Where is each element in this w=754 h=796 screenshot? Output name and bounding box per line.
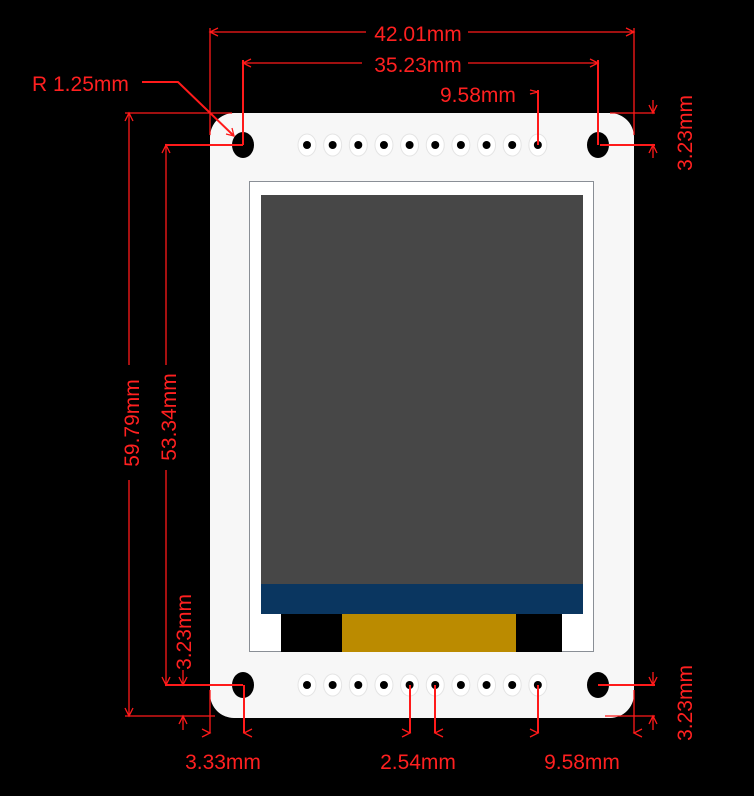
label-pin-pitch: 2.54mm — [380, 751, 456, 774]
pin-hole — [328, 681, 337, 689]
label-bottom-pin-offset: 9.58mm — [544, 751, 620, 774]
pin-hole — [328, 141, 337, 149]
pin-hole — [303, 681, 311, 689]
display-screen — [261, 195, 583, 584]
dimension-left-edge-to-hole: 3.33mm — [185, 685, 261, 774]
label-hole-spacing-height: 53.34mm — [158, 373, 181, 461]
pin-hole — [354, 681, 363, 689]
pin-hole — [456, 141, 465, 149]
pin-header-bottom — [297, 673, 548, 697]
display-bottom-band — [261, 584, 583, 614]
pin-hole — [405, 141, 414, 149]
pin-hole — [456, 681, 465, 689]
dimension-top-pin-offset: 9.58mm — [440, 84, 539, 145]
flex-cable — [342, 614, 516, 652]
pin-hole — [354, 141, 363, 149]
label-overall-width: 42.01mm — [374, 23, 462, 46]
pin-hole — [508, 141, 517, 149]
dimension-bottom-right-edge: 3.23mm — [598, 665, 697, 741]
pin-hole — [379, 141, 388, 149]
pin-hole — [482, 141, 491, 149]
label-top-right-edge: 3.23mm — [674, 95, 697, 171]
dimension-corner-radius: R 1.25mm — [32, 73, 235, 137]
dimension-bottom-pin-offset: 9.58mm — [529, 685, 620, 774]
dimension-overall-height: 59.79mm — [121, 111, 232, 718]
label-overall-height: 59.79mm — [121, 379, 144, 467]
label-corner-radius: R 1.25mm — [32, 73, 129, 96]
dimension-pin-pitch: 2.54mm — [380, 685, 456, 774]
dimension-hole-spacing-height: 53.34mm — [158, 143, 243, 687]
label-bottom-right-edge: 3.23mm — [674, 665, 697, 741]
pin-hole — [431, 141, 440, 149]
label-hole-spacing-width: 35.23mm — [374, 54, 462, 77]
label-top-pin-offset: 9.58mm — [440, 84, 516, 107]
dimension-bottom-left-edge: 3.23mm — [173, 594, 196, 730]
flex-black-left — [281, 614, 342, 652]
label-bottom-left-edge: 3.23mm — [173, 594, 196, 670]
dimension-overall-width: 42.01mm — [208, 23, 636, 135]
pin-hole — [303, 141, 311, 149]
pin-hole — [379, 681, 388, 689]
dimension-hole-spacing-width: 35.23mm — [241, 54, 600, 145]
label-left-edge-to-hole: 3.33mm — [185, 751, 261, 774]
pin-hole — [482, 681, 491, 689]
flex-black-right — [516, 614, 562, 652]
pin-hole — [508, 681, 517, 689]
dimension-top-right-edge: 3.23mm — [600, 95, 697, 171]
